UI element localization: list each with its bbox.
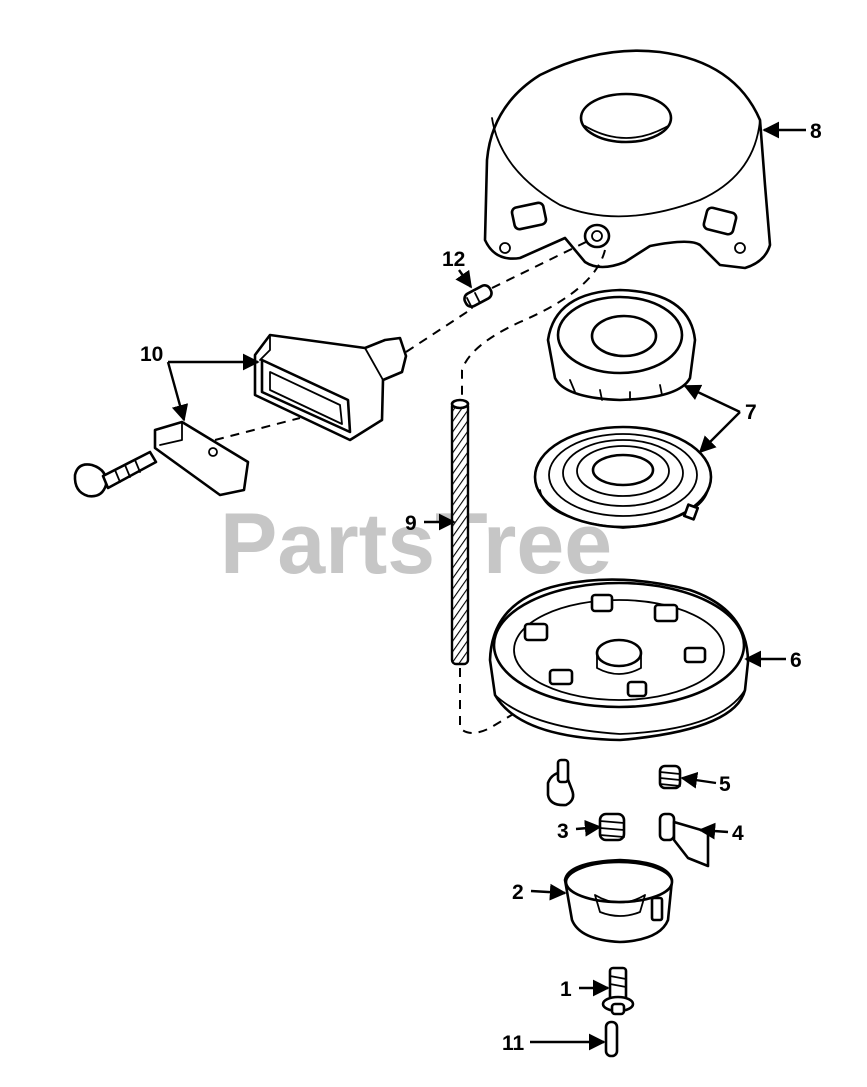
assembly-line-rope-route [461,249,606,400]
assembly-line-insert-to-handle [214,417,301,441]
callout-11: 11 [502,1032,525,1055]
part-dog-left [546,758,575,807]
part-pulley [488,578,750,742]
part-spring-cap [546,288,697,402]
callout-5: 5 [719,773,731,796]
assembly-line-handle-to-eyelet [405,309,471,353]
part-rewind-spring [533,425,713,529]
part-handle [253,333,408,442]
callout-10: 10 [140,343,163,366]
callout-8: 8 [810,120,822,143]
part-brake-spring [598,812,626,842]
part-dog [658,812,710,868]
part-eyelet [463,284,493,309]
part-roll-pin [604,1020,619,1058]
callout-4: 4 [732,822,744,845]
callout-12: 12 [442,248,465,271]
leader-lines [166,121,806,1051]
part-center-bolt [601,966,635,1016]
callout-7: 7 [745,401,757,424]
callout-1: 1 [560,978,572,1001]
watermark-text: PartsTree [220,496,612,592]
callout-9: 9 [405,512,417,535]
callout-2: 2 [512,881,524,904]
callout-3: 3 [557,820,569,843]
assembly-line-eyelet-to-housing [491,239,591,289]
part-retainer-cup [563,858,674,944]
part-starter-rope [450,398,470,666]
callout-6: 6 [790,649,802,672]
part-starter-housing [483,49,772,270]
part-handle-insert [73,420,250,498]
part-dog-spring [658,764,682,790]
